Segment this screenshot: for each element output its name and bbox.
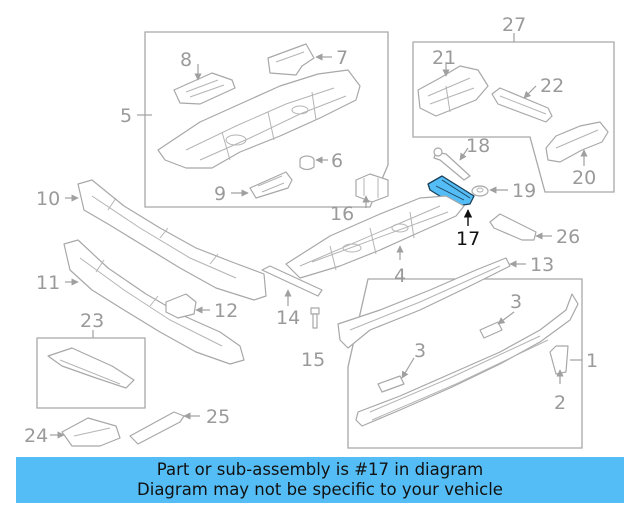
part-25[interactable] <box>129 411 185 445</box>
group-box-23 <box>36 337 146 409</box>
leader-lines <box>50 33 588 439</box>
callout-17: 17 <box>456 228 480 250</box>
callout-11: 11 <box>36 272 60 294</box>
part-17[interactable] <box>427 175 475 207</box>
callout-23: 23 <box>80 310 104 332</box>
part-23[interactable] <box>47 347 135 389</box>
part-10[interactable] <box>77 179 267 301</box>
callout-1: 1 <box>586 350 598 372</box>
callout-18: 18 <box>466 135 490 157</box>
part-19[interactable] <box>471 185 489 197</box>
callout-9: 9 <box>214 183 226 205</box>
group-box-27 <box>412 41 615 193</box>
part-24[interactable] <box>61 417 121 447</box>
callout-25: 25 <box>206 406 230 428</box>
banner-line-2: Diagram may not be specific to your vehi… <box>137 480 503 499</box>
group-box-1 <box>347 278 583 449</box>
callout-6: 6 <box>331 150 343 172</box>
callout-labels: 1 2 3 3 4 5 6 7 8 9 10 11 12 13 14 15 16… <box>24 14 598 447</box>
part-20[interactable] <box>545 121 609 163</box>
part-2[interactable] <box>549 345 569 375</box>
callout-24: 24 <box>24 425 48 447</box>
part-16[interactable] <box>355 173 389 203</box>
part-9[interactable] <box>249 171 293 199</box>
callout-16: 16 <box>330 203 354 225</box>
info-banner: Part or sub-assembly is #17 in diagram D… <box>16 457 624 503</box>
part-11[interactable] <box>63 239 245 365</box>
callout-21: 21 <box>432 47 456 69</box>
part-18[interactable] <box>433 147 471 181</box>
callout-4: 4 <box>394 265 406 287</box>
callout-14: 14 <box>276 307 300 329</box>
part-7[interactable] <box>267 43 315 76</box>
part-8[interactable] <box>173 72 236 105</box>
part-15[interactable] <box>310 307 320 329</box>
part-22[interactable] <box>491 87 553 123</box>
callout-2: 2 <box>554 392 566 414</box>
callout-15: 15 <box>301 349 325 371</box>
part-3b[interactable] <box>377 375 405 393</box>
part-14[interactable] <box>261 265 323 297</box>
part-21[interactable] <box>417 65 489 117</box>
callout-19: 19 <box>512 180 536 202</box>
callout-3b: 3 <box>414 340 426 362</box>
part-4[interactable] <box>285 195 465 279</box>
callout-7: 7 <box>336 47 348 69</box>
callout-10: 10 <box>36 188 60 210</box>
callout-8: 8 <box>180 49 192 71</box>
callout-13: 13 <box>530 254 554 276</box>
callout-12: 12 <box>214 300 238 322</box>
callout-26: 26 <box>556 226 580 248</box>
part-13[interactable] <box>337 257 511 349</box>
callout-27: 27 <box>502 14 526 36</box>
part-6[interactable] <box>299 155 315 171</box>
callout-22: 22 <box>540 75 564 97</box>
part-3a[interactable] <box>479 321 503 339</box>
callout-3a: 3 <box>510 291 522 313</box>
banner-line-1: Part or sub-assembly is #17 in diagram <box>156 460 484 479</box>
callout-5: 5 <box>120 105 132 127</box>
callout-20: 20 <box>572 167 596 189</box>
part-1[interactable] <box>355 293 579 427</box>
part-12[interactable] <box>165 293 197 319</box>
part-26[interactable] <box>489 213 537 241</box>
part-5-tunnel[interactable] <box>157 69 361 169</box>
